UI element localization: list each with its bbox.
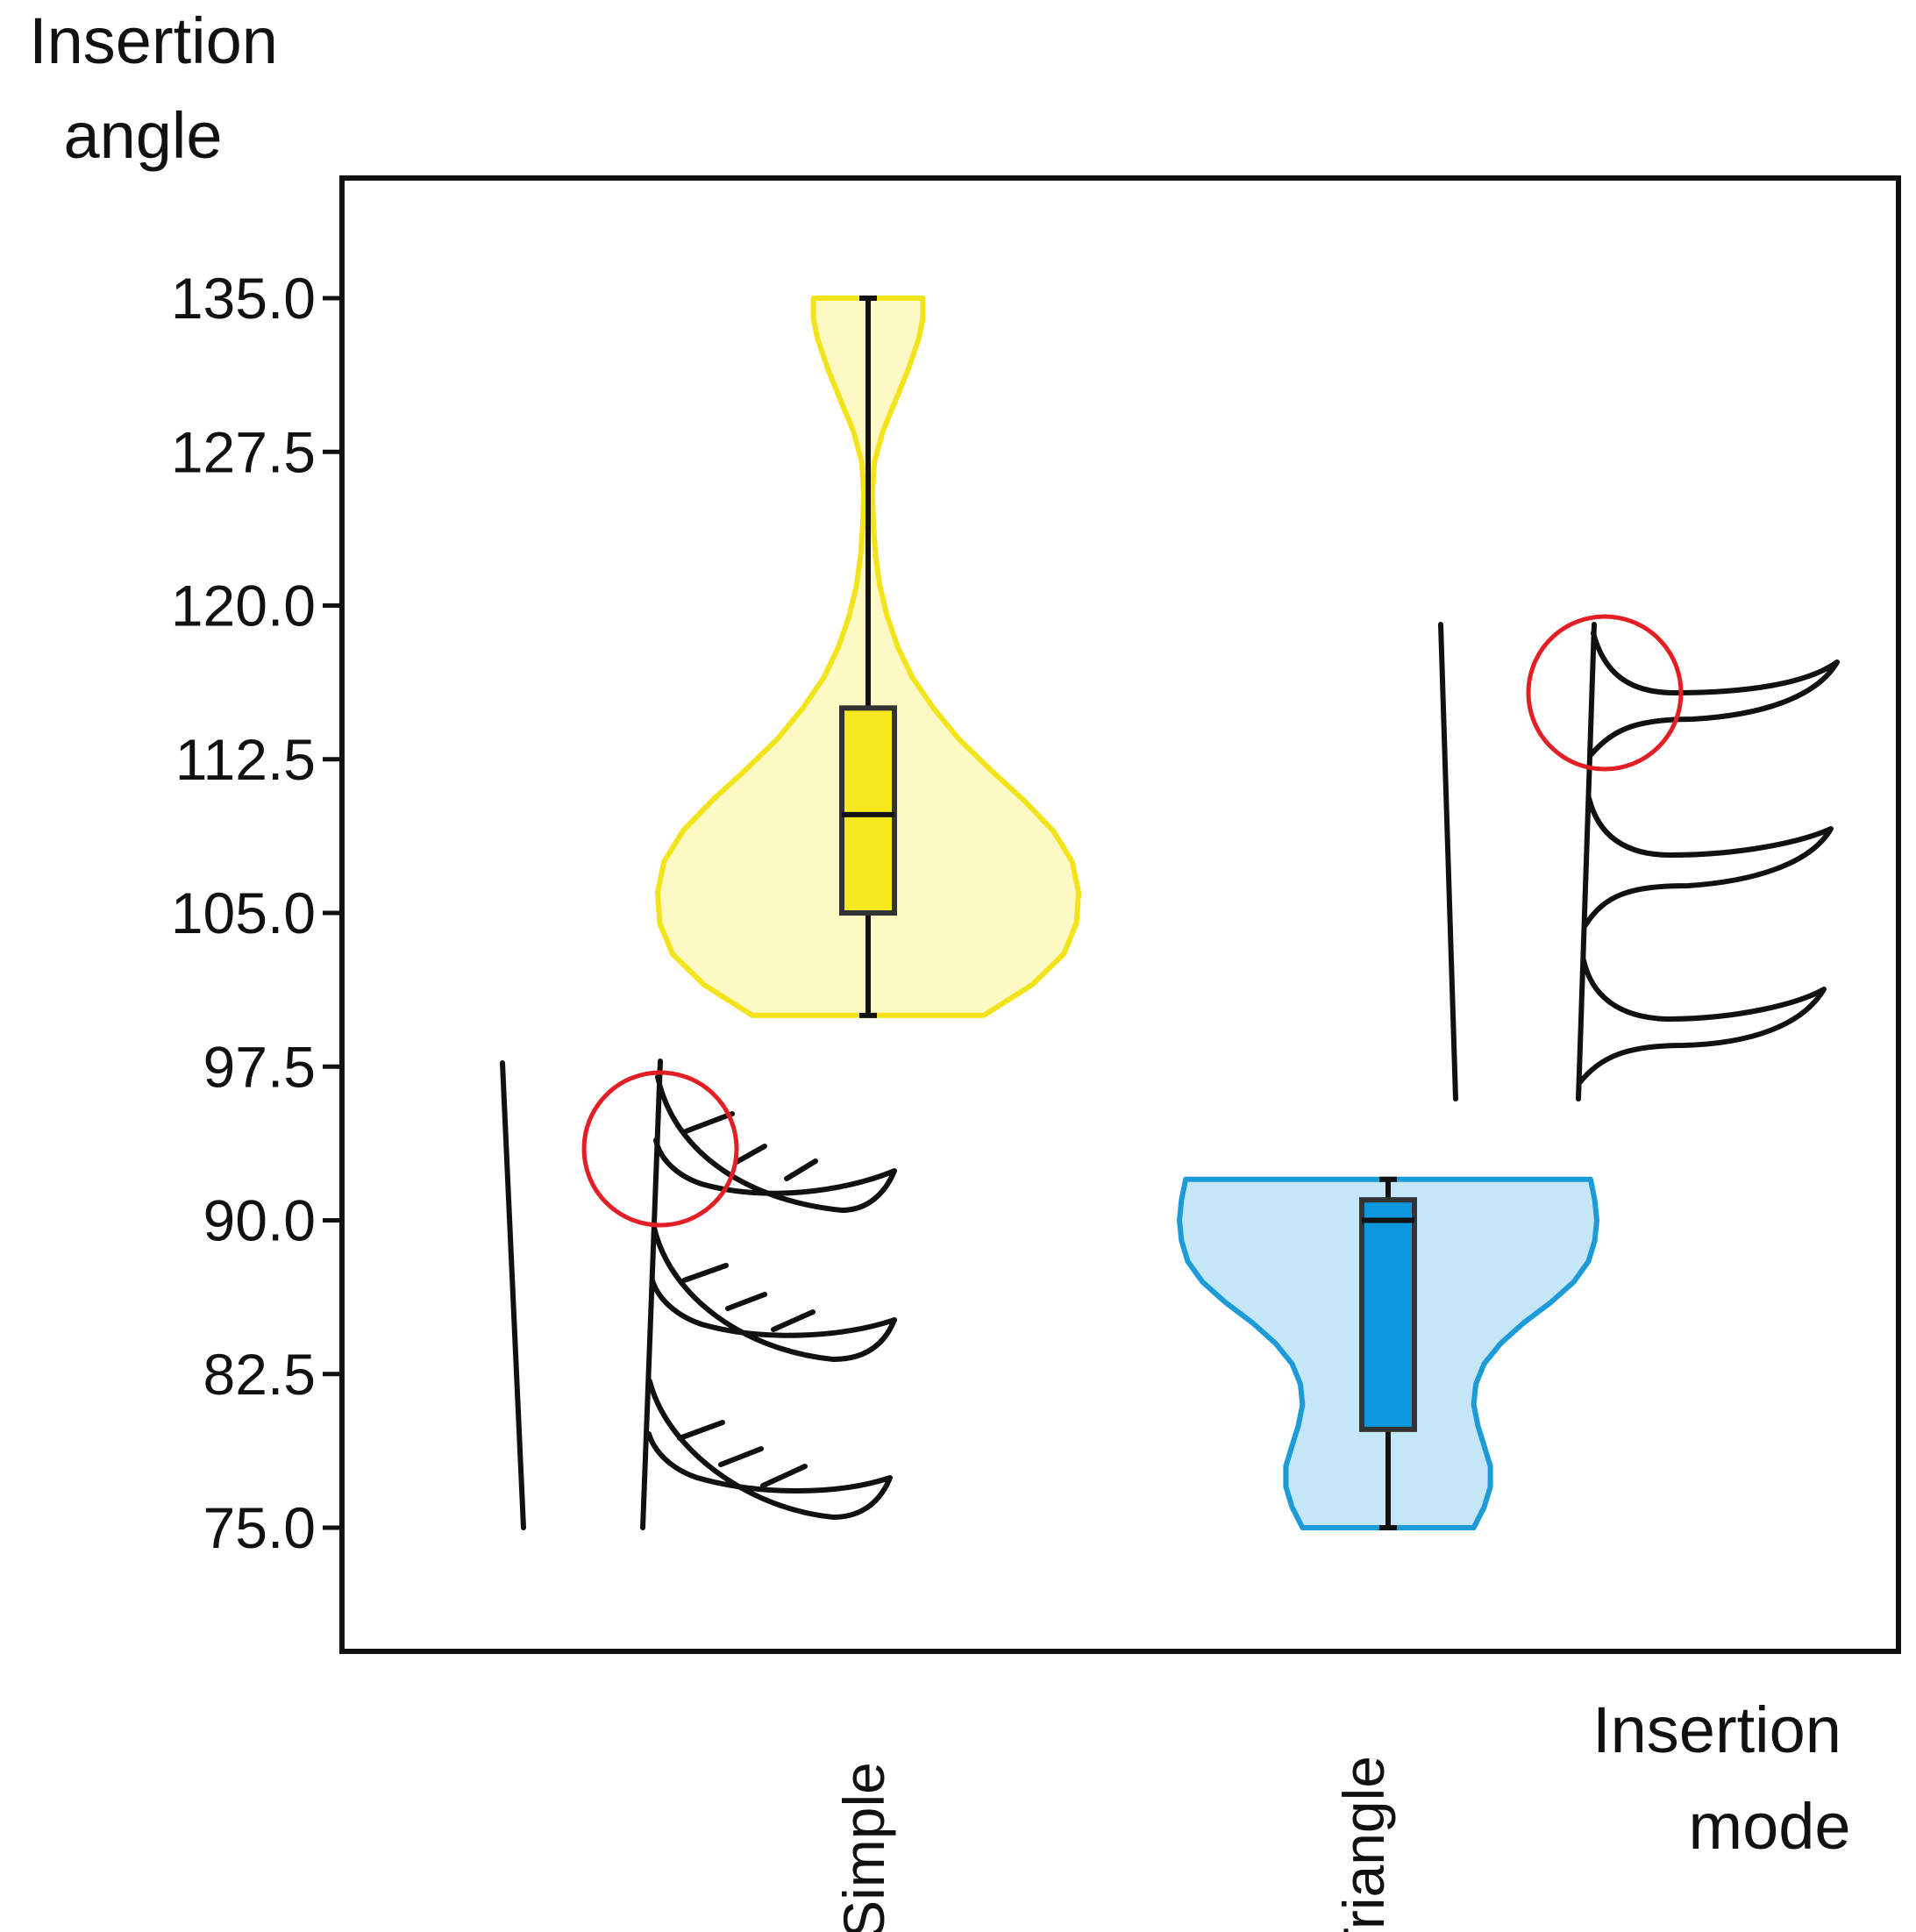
x-axis-title-line-2: mode: [1688, 1790, 1850, 1863]
simple-barb: [760, 1464, 808, 1488]
y-tick-label: 82.5: [203, 1342, 316, 1407]
triangle-highlight-circle: [1526, 614, 1684, 772]
triangle-stem-straight: [1438, 622, 1458, 1101]
y-axis-title-line-1: Insertion: [29, 4, 278, 77]
simple-barb: [725, 1292, 767, 1311]
simple-barb: [734, 1144, 767, 1165]
simple-branch-1: [653, 1074, 897, 1213]
y-tick-label: 97.5: [203, 1034, 316, 1099]
y-tick-label: 105.0: [171, 880, 316, 945]
y-tick-label: 112.5: [175, 727, 316, 792]
y-axis-title-line-2: angle: [63, 99, 222, 172]
simple-branch-3: [646, 1379, 893, 1520]
y-tick-label: 90.0: [203, 1188, 316, 1253]
triangle-branch-2: [1583, 795, 1834, 928]
simple-barb: [784, 1158, 818, 1181]
triangle-insertion-illustration: [1438, 622, 1840, 1101]
simple-stem-straight: [500, 1060, 526, 1530]
y-tick-label: 120.0: [171, 574, 316, 638]
y-axis-ticks: 135.0 127.5 120.0 112.5 105.0 97.5 90.0 82.5 75.…: [171, 266, 342, 1560]
violins-layer: [655, 296, 1599, 1530]
simple-barb: [677, 1420, 725, 1441]
category-label-simple: Simple: [831, 1762, 896, 1932]
simple-highlight-circle: [581, 1070, 739, 1228]
y-tick-label: 135.0: [171, 266, 316, 331]
simple-barb: [718, 1446, 764, 1467]
triangle-branch-3: [1577, 958, 1827, 1086]
y-tick-label: 127.5: [171, 419, 316, 484]
box-simple: [839, 705, 897, 916]
y-tick-label: 75.0: [203, 1495, 316, 1560]
box-triangle: [1359, 1197, 1417, 1432]
simple-barb: [771, 1309, 816, 1332]
triangle-branch-1: [1589, 631, 1840, 757]
category-label-triangle: Triangle: [1331, 1756, 1396, 1932]
simple-branch-2: [650, 1225, 897, 1362]
simple-barb: [683, 1111, 735, 1134]
plot-frame: [339, 175, 1901, 1654]
x-axis-title-line-1: Insertion: [1592, 1693, 1841, 1766]
triangle-stem-main: [1576, 622, 1597, 1101]
simple-insertion-illustration: [500, 1059, 897, 1530]
simple-barb: [681, 1263, 729, 1283]
